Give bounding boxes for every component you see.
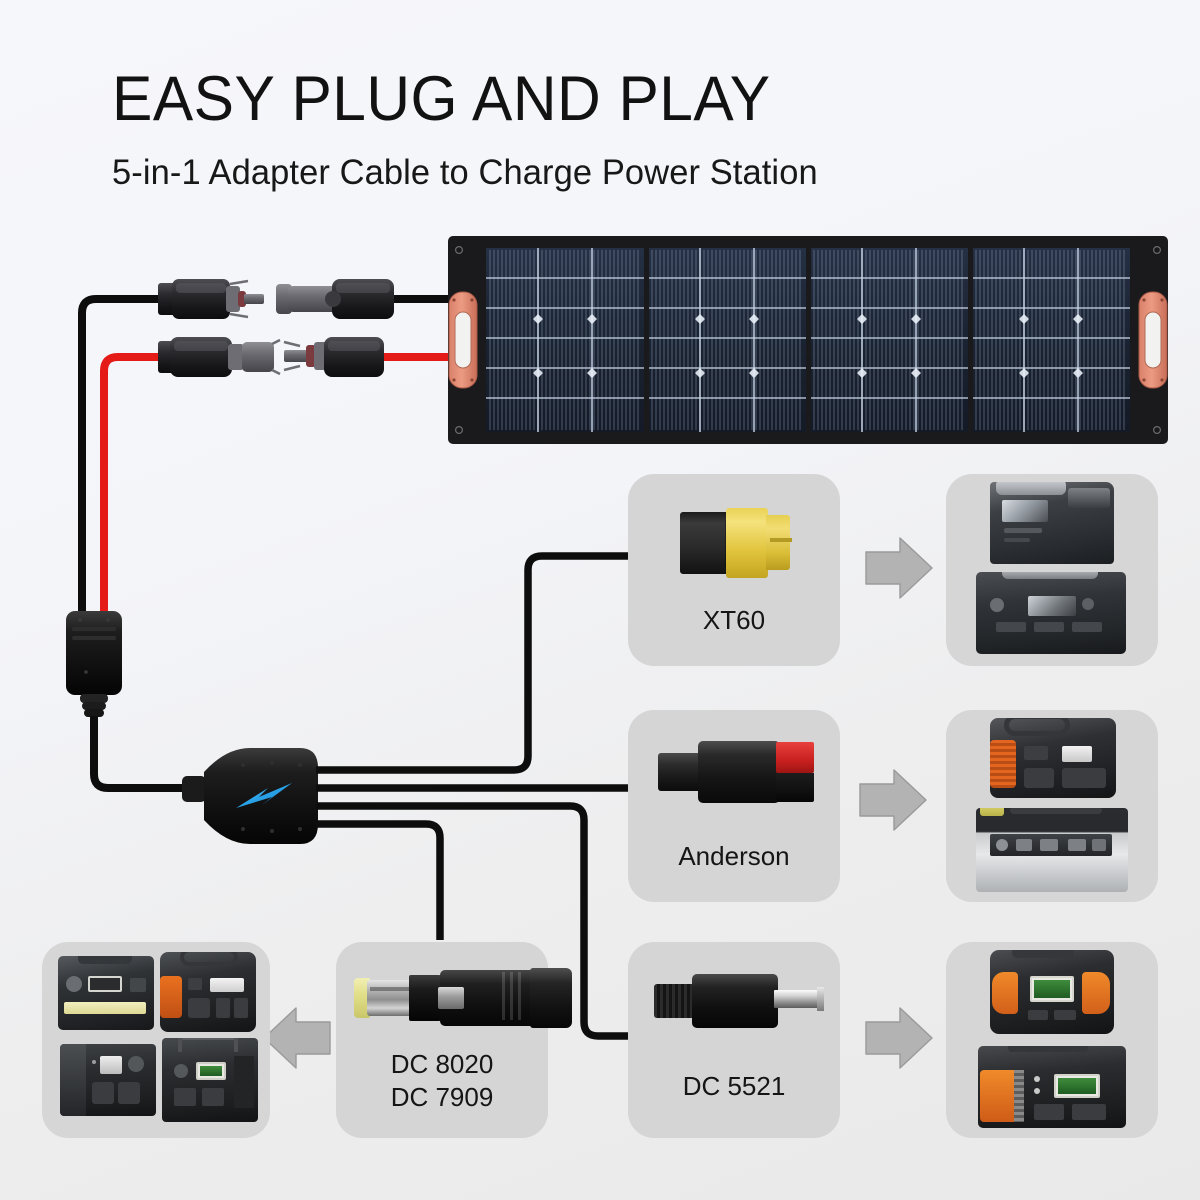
power-station-dark-wide: [976, 572, 1126, 654]
power-station-orange-vent: [990, 718, 1116, 798]
connector-label-dc8020: DC 8020 DC 7909: [390, 1049, 494, 1112]
power-station-black-outlets: [60, 1044, 156, 1116]
panel-handle-left: [448, 291, 478, 389]
lightning-bolt-icon: [236, 783, 292, 808]
connector-card-anderson[interactable]: Anderson: [628, 710, 840, 902]
arrow-right-icon-anderson: [859, 769, 927, 831]
solar-panel: [448, 236, 1168, 444]
anderson-connector-icon: [658, 738, 818, 808]
connector-label-xt60: XT60: [702, 605, 766, 635]
arrow-right-icon-xt60: [865, 537, 933, 599]
xt60-connector-icon: [680, 508, 792, 578]
connector-card-dc5521[interactable]: DC 5521: [628, 942, 840, 1138]
cable-to-dc8020: [316, 820, 444, 940]
connector-card-xt60[interactable]: XT60: [628, 474, 840, 666]
panel-handle-right: [1138, 291, 1168, 389]
device-card-anderson[interactable]: [946, 710, 1158, 902]
splitter-hub: [182, 748, 318, 844]
hub-input-plug: [66, 611, 186, 792]
heading-block: EASY PLUG AND PLAY 5-in-1 Adapter Cable …: [112, 68, 828, 193]
mc4-female-negative: [276, 279, 394, 319]
power-station-silver: [976, 808, 1128, 892]
connector-card-dc8020[interactable]: DC 8020 DC 7909: [336, 942, 572, 1138]
connector-label-dc5521: DC 5521: [682, 1071, 786, 1101]
page-title: EASY PLUG AND PLAY: [112, 64, 771, 134]
mc4-cable-run: [78, 295, 448, 612]
device-card-dc8020[interactable]: [42, 942, 270, 1138]
dc-barrel-plug-icon: [354, 968, 574, 1030]
dc-barrel-plug-small-icon: [654, 972, 834, 1030]
power-station-copper-handle: [162, 1038, 258, 1122]
cable-to-xt60: [316, 552, 628, 774]
page-subtitle: 5-in-1 Adapter Cable to Charge Power Sta…: [112, 153, 818, 192]
power-station-light-bar: [58, 956, 154, 1030]
arrow-left-icon-dc8020: [263, 1007, 331, 1069]
power-station-orange-handle: [990, 950, 1114, 1034]
device-card-xt60[interactable]: [946, 474, 1158, 666]
power-station-orange-panel: [160, 952, 256, 1032]
arrow-right-icon-dc5521: [865, 1007, 933, 1069]
mc4-male-positive: [158, 337, 281, 377]
device-card-dc5521[interactable]: [946, 942, 1158, 1138]
power-station-dark-large: [990, 482, 1114, 564]
mc4-female-positive: [283, 337, 384, 377]
connector-label-anderson: Anderson: [678, 841, 790, 871]
mc4-male-negative: [158, 279, 264, 319]
power-station-orange-side: [978, 1046, 1126, 1128]
